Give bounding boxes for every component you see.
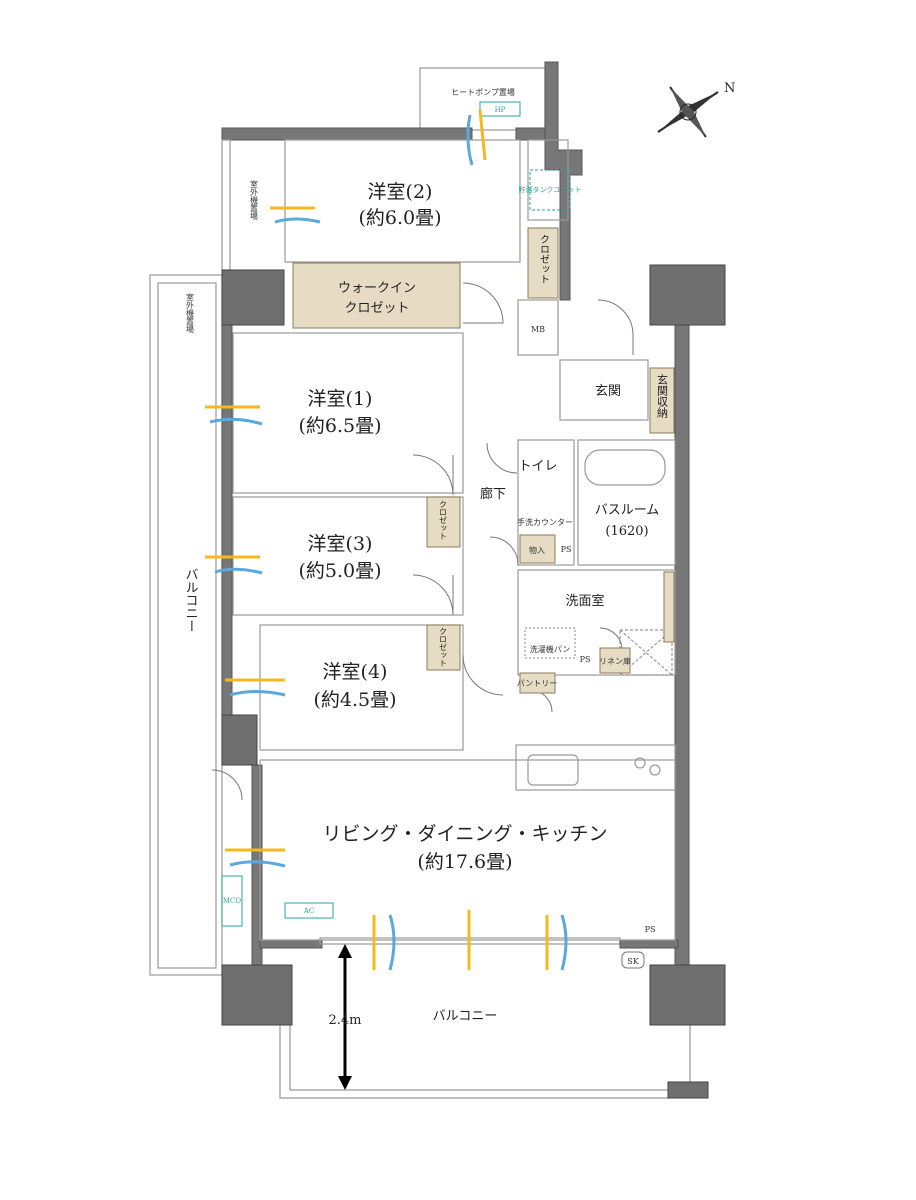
- bathroom-label: バスルーム: [595, 503, 660, 518]
- sk-label: SK: [627, 957, 639, 966]
- room-name: 洋室(2): [368, 181, 433, 203]
- outdoor-unit-area-label: 室外機置場: [186, 292, 195, 334]
- storage-label: 物入: [529, 545, 545, 555]
- main-balcony: [289, 975, 691, 1091]
- toilet-label: トイレ: [518, 459, 557, 474]
- walkin-label: クロゼット: [344, 301, 409, 316]
- ps-label: PS: [645, 925, 656, 934]
- mco-box: [221, 875, 243, 927]
- hallway-label: 廊下: [480, 486, 506, 502]
- door-swings: [211, 282, 634, 801]
- laundry-pan-label: 洗濯機パン: [530, 644, 570, 654]
- mb-label: MB: [531, 325, 545, 334]
- bathroom-size: (1620): [605, 524, 648, 539]
- dimension-label: 2.4m: [328, 1013, 361, 1028]
- closet-western3: [426, 496, 461, 548]
- linen-storage: [599, 647, 631, 674]
- ps-label: PS: [580, 655, 591, 664]
- wall: [221, 127, 473, 141]
- dimension-arrow: [338, 944, 352, 1090]
- closet-western2: [527, 227, 559, 299]
- room-name: 洋室(1): [308, 388, 373, 410]
- hp-label: HP: [495, 106, 506, 114]
- room-name: 洋室(4): [323, 661, 388, 683]
- entrance-storage-label: 玄関収納: [656, 373, 669, 419]
- washroom-label: 洗面室: [565, 593, 604, 609]
- ac-unit: [284, 902, 334, 919]
- outdoor-unit-area-label: 室外機置場: [250, 179, 259, 221]
- mco-label: MCO: [223, 897, 242, 905]
- room-name: 洋室(3): [308, 533, 373, 555]
- north-label: N: [724, 81, 735, 96]
- linen-label: リネン庫: [599, 656, 631, 666]
- ventilation-markers: [205, 109, 568, 971]
- entrance-label: 玄関: [595, 384, 621, 399]
- room-name: リビング・ダイニング・キッチン: [322, 823, 607, 845]
- tank-unit-label: 貯湯タンクユニット: [519, 185, 582, 194]
- sk-box: [621, 951, 645, 969]
- hp-unit: [479, 101, 521, 117]
- walk-in-closet: [292, 262, 461, 329]
- tank-unit: [529, 169, 571, 211]
- room-size: (約5.0畳): [298, 560, 381, 582]
- balcony-label: バルコニー: [433, 1009, 498, 1024]
- room-size: (約6.0畳): [358, 207, 441, 229]
- room-size: (約6.5畳): [298, 415, 381, 437]
- entrance-storage: [649, 367, 675, 434]
- compass-rose-icon: N: [657, 81, 735, 138]
- heat-pump-area-label: ヒートポンプ置場: [451, 87, 515, 97]
- room-size: (約17.6畳): [417, 851, 512, 873]
- column: [221, 269, 285, 326]
- closet-label: クロゼット: [538, 234, 550, 284]
- ps-label: PS: [561, 545, 572, 554]
- pantry: [519, 672, 556, 694]
- ac-label: AC: [303, 907, 314, 915]
- closet-label: クロゼット: [439, 627, 448, 667]
- hand-wash-label: 手洗カウンター: [517, 517, 573, 527]
- closet-label: クロゼット: [439, 500, 448, 540]
- storage: [519, 534, 556, 564]
- pantry-label: パントリー: [517, 679, 557, 688]
- walkin-label: ウォークイン: [338, 281, 416, 296]
- room-size: (約4.5畳): [313, 689, 396, 711]
- closet-western4: [426, 624, 461, 671]
- side-balcony-label: バルコニー: [183, 568, 199, 633]
